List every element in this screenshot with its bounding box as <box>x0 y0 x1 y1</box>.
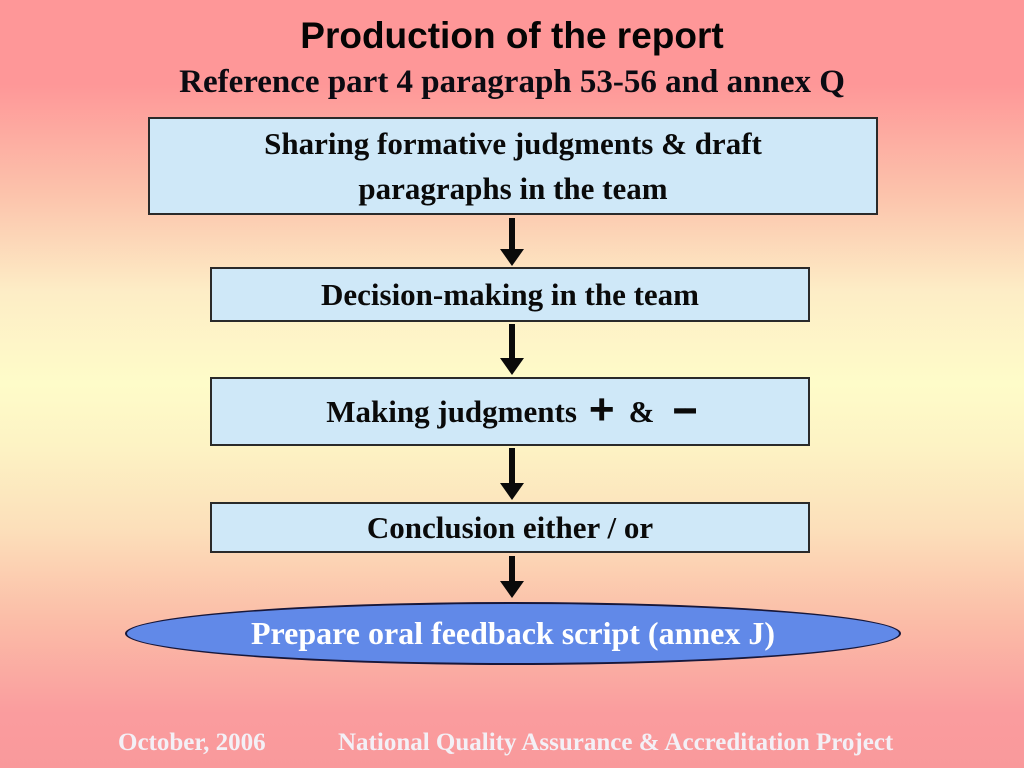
down-arrow-3 <box>500 448 524 500</box>
flow-ellipse-feedback: Prepare oral feedback script (annex J) <box>125 602 901 665</box>
flow-box-sharing-label: Sharing formative judgments & draft para… <box>264 126 762 206</box>
plus-symbol: + <box>588 385 615 434</box>
down-arrow-2 <box>500 324 524 375</box>
minus-symbol: -- <box>672 383 697 432</box>
down-arrow-4 <box>500 556 524 598</box>
flow-box-conclusion: Conclusion either / or <box>210 502 810 553</box>
ampersand-symbol: & <box>628 393 655 429</box>
arrow-head <box>500 358 524 375</box>
slide-title: Production of the report <box>300 15 724 56</box>
arrow-stem <box>509 218 515 249</box>
flow-box-conclusion-label: Conclusion either / or <box>366 509 654 545</box>
arrow-stem <box>509 324 515 358</box>
flow-ellipse-feedback-label: Prepare oral feedback script (annex J) <box>250 615 776 651</box>
arrow-head <box>500 249 524 266</box>
flow-box-decision: Decision-making in the team <box>210 267 810 322</box>
footer-date: October, 2006 <box>118 729 266 756</box>
arrow-stem <box>509 556 515 581</box>
flow-box-judgments: Making judgments + & -- <box>210 377 810 446</box>
flow-box-decision-label: Decision-making in the team <box>320 276 699 312</box>
flow-box-sharing: Sharing formative judgments & draft para… <box>148 117 878 215</box>
arrow-head <box>500 581 524 598</box>
flow-box-judgments-label: Making judgments <box>326 393 577 429</box>
slide-subtitle: Reference part 4 paragraph 53-56 and ann… <box>179 64 845 100</box>
arrow-stem <box>509 448 515 483</box>
down-arrow-1 <box>500 218 524 266</box>
footer-project-name: National Quality Assurance & Accreditati… <box>338 729 894 756</box>
arrow-head <box>500 483 524 500</box>
